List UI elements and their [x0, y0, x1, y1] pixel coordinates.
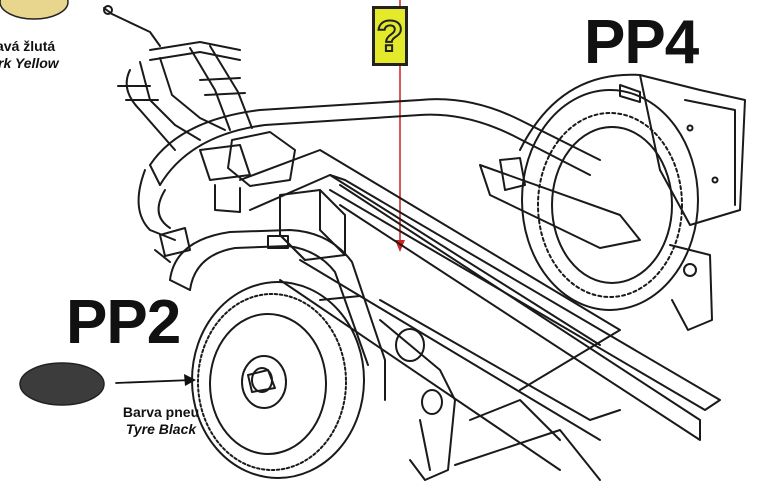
- left-wheel: [169, 229, 386, 479]
- side-brackets: [154, 227, 191, 263]
- left-axle-arm: [379, 319, 456, 481]
- pp4-label: PP4: [584, 8, 699, 77]
- question-mark-icon: ?: [376, 12, 405, 61]
- right-axle-arm: [479, 157, 713, 331]
- deck: [239, 149, 721, 481]
- pp2-label: PP2: [66, 288, 181, 357]
- yellow-color-label-en: rk Yellow: [0, 55, 59, 71]
- tyre-color-label-cz: Barva pneu: [122, 404, 200, 420]
- tyre-color-swatch: [19, 362, 105, 406]
- trailer-frame: [137, 98, 601, 241]
- question-mark-box: ?: [372, 6, 408, 66]
- yellow-color-label-cz: avá žlutá: [0, 38, 56, 54]
- tyre-pointer-arrow: [115, 374, 196, 386]
- yellow-color-swatch: [0, 0, 69, 20]
- right-wheel: [519, 73, 746, 311]
- drawbar: [103, 5, 253, 151]
- tyre-color-label-en: Tyre Black: [125, 421, 197, 437]
